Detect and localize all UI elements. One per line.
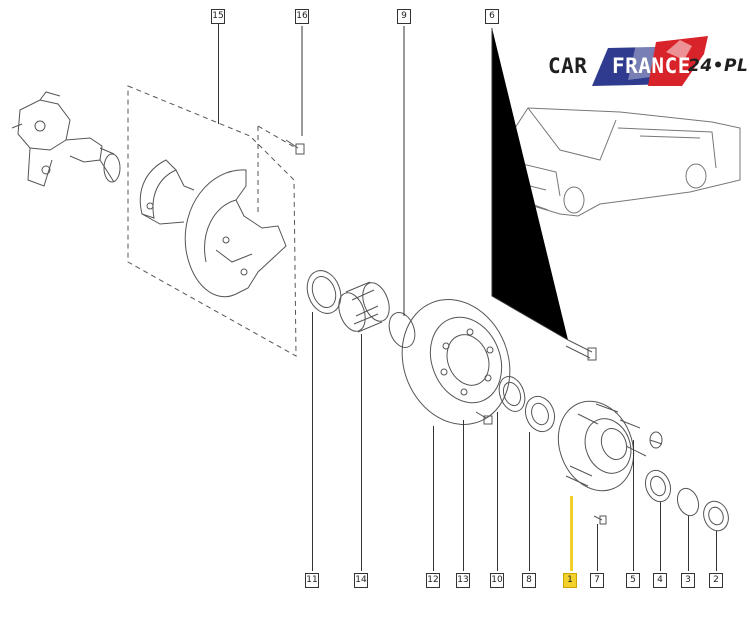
washer-3	[676, 487, 700, 517]
callout-16[interactable]: 16	[295, 9, 309, 24]
logo-text-car: CAR	[548, 54, 588, 78]
leader-4	[660, 502, 661, 571]
o-ring-9	[388, 312, 416, 348]
callout-1-highlighted[interactable]: 1	[563, 573, 577, 588]
leader-1	[570, 496, 573, 571]
wheel-stud-6	[565, 339, 597, 361]
leader-15	[218, 24, 219, 124]
leader-3	[688, 516, 689, 571]
cap-5	[649, 431, 663, 449]
leader-13	[463, 420, 464, 571]
seal-ring-11	[306, 270, 342, 314]
callout-15[interactable]: 15	[211, 9, 225, 24]
bearing-8	[524, 395, 556, 433]
callout-12[interactable]: 12	[426, 573, 440, 588]
callout-13[interactable]: 13	[456, 573, 470, 588]
callout-8[interactable]: 8	[522, 573, 536, 588]
callout-9[interactable]: 9	[397, 9, 411, 24]
bolt-16	[285, 139, 305, 155]
bolt-7	[593, 515, 607, 525]
callout-10[interactable]: 10	[490, 573, 504, 588]
nut-2	[703, 500, 729, 532]
van-illustration	[499, 107, 741, 217]
bolt-13	[475, 411, 493, 425]
logo-text-suffix: 24•PL	[688, 56, 749, 76]
bearing-cone-14	[338, 281, 390, 333]
seal-10	[498, 376, 526, 412]
leader-7	[597, 524, 598, 571]
dust-shield-group-outline	[127, 85, 297, 357]
leader-14	[361, 334, 362, 571]
brake-shoe	[139, 159, 195, 225]
brake-disc-12	[401, 299, 511, 425]
callout-6[interactable]: 6	[485, 9, 499, 24]
carfrance24-logo: CAR FRANCE 24•PL	[548, 32, 748, 94]
logo-text-france: FRANCE	[612, 54, 691, 78]
dust-shield	[184, 169, 287, 298]
leader-12	[433, 426, 434, 571]
logo-flag-graphic	[592, 36, 708, 86]
leader-11	[312, 312, 313, 571]
leader-8	[529, 432, 530, 571]
leader-2	[716, 531, 717, 571]
leader-5	[633, 440, 634, 571]
wheel-hub-1	[557, 400, 647, 492]
callout-4[interactable]: 4	[653, 573, 667, 588]
callout-2[interactable]: 2	[709, 573, 723, 588]
callout-11[interactable]: 11	[305, 573, 319, 588]
leader-10	[497, 412, 498, 571]
callout-5[interactable]: 5	[626, 573, 640, 588]
steering-knuckle	[11, 91, 121, 187]
callout-7[interactable]: 7	[590, 573, 604, 588]
callout-3[interactable]: 3	[681, 573, 695, 588]
callout-14[interactable]: 14	[354, 573, 368, 588]
bearing-4	[644, 469, 672, 503]
